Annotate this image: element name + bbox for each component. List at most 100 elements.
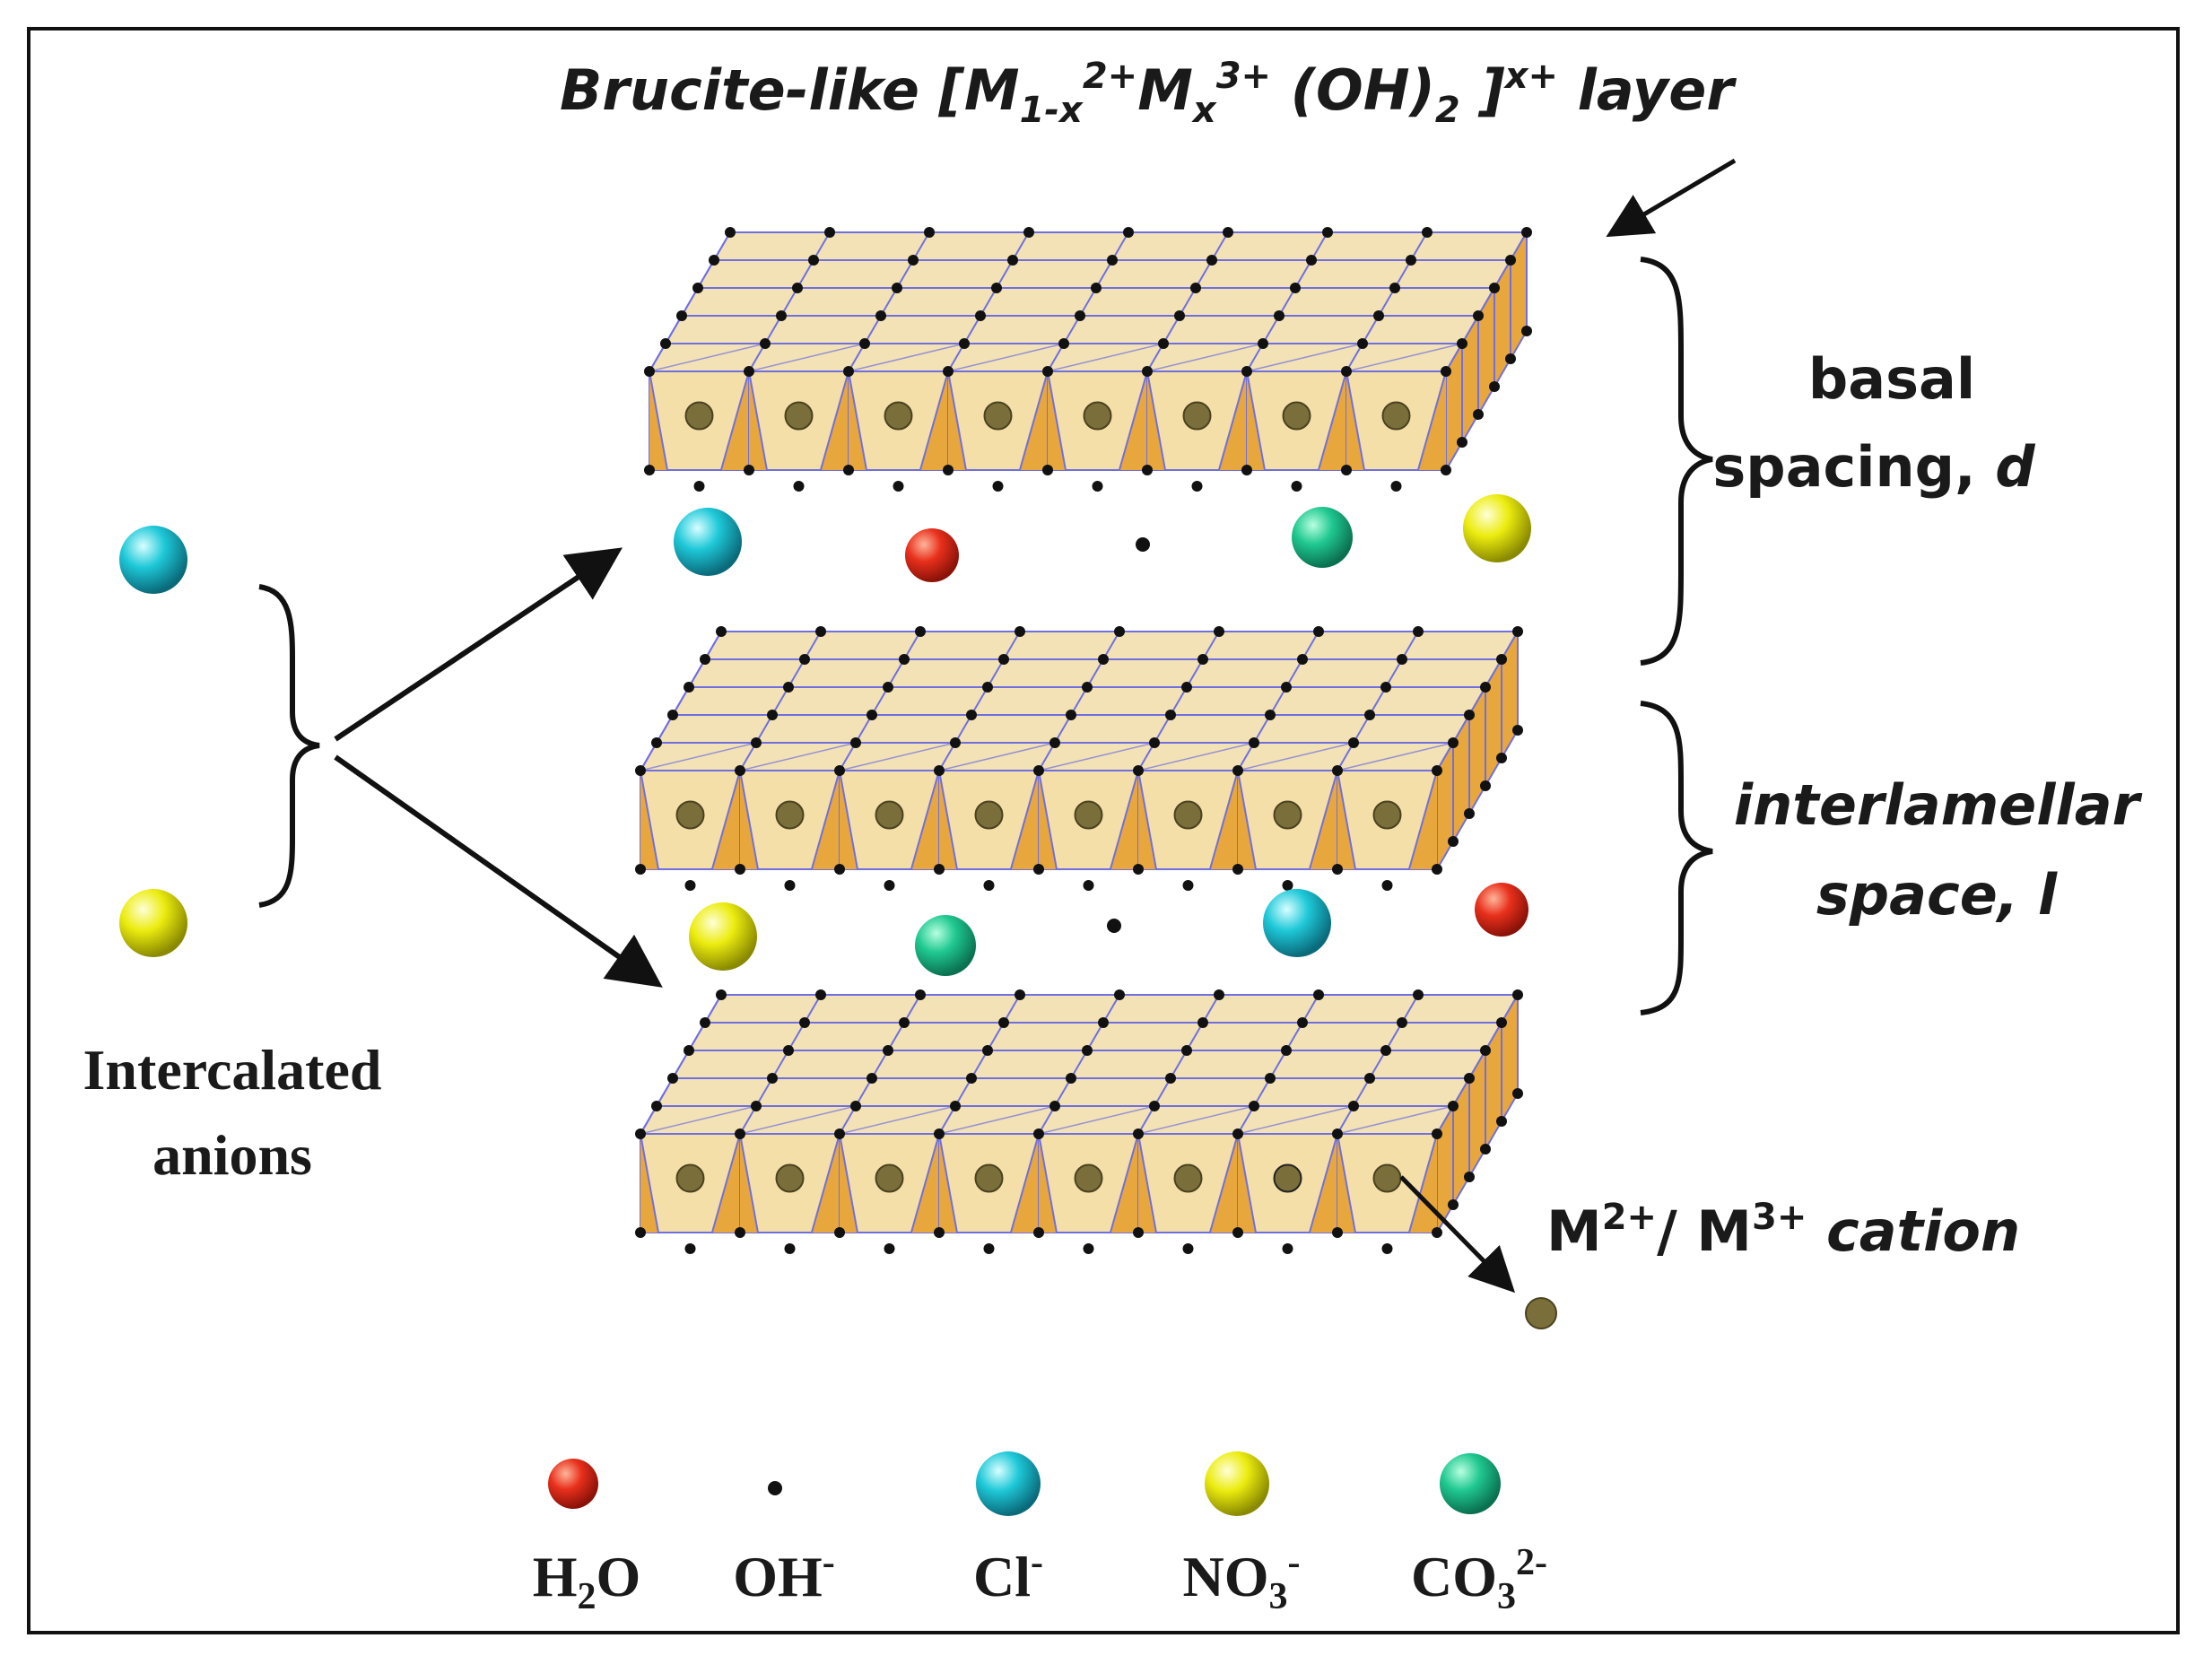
- vertex-oh: [1075, 310, 1085, 321]
- vertex-oh: [834, 765, 845, 776]
- vertex-oh: [934, 765, 945, 776]
- brucite-layers: [635, 227, 1532, 1254]
- vertex-oh: [1232, 765, 1243, 776]
- lattice-line: [1137, 1133, 1157, 1233]
- vertex-oh: [1165, 1073, 1176, 1084]
- cation-sphere: [1525, 1297, 1557, 1329]
- vertex-oh: [950, 737, 961, 748]
- lattice-line: [1246, 370, 1266, 471]
- vertex-oh: [1249, 737, 1259, 748]
- vertex-oh: [1033, 1128, 1044, 1139]
- vertex-oh: [1232, 1227, 1243, 1238]
- lattice-line: [1345, 370, 1365, 471]
- vertex-oh: [792, 283, 803, 293]
- chloride-sphere: [119, 526, 187, 594]
- vertex-oh: [1174, 310, 1185, 321]
- vertex-oh: [1390, 481, 1402, 492]
- metal-cation: [1074, 1163, 1103, 1193]
- vertex-oh: [1348, 1101, 1359, 1111]
- vertex-oh: [1297, 1017, 1308, 1028]
- vertex-oh: [850, 1101, 861, 1111]
- vertex-oh: [1098, 654, 1109, 665]
- vertex-oh: [1290, 283, 1301, 293]
- vertex-oh: [975, 310, 986, 321]
- chloride-sphere: [1263, 889, 1331, 957]
- vertex-oh: [1241, 366, 1252, 377]
- vertex-oh: [644, 366, 655, 377]
- vertex-oh: [1413, 989, 1424, 1000]
- arrow-to-upper-gallery: [334, 547, 623, 742]
- vertex-oh: [1480, 1045, 1491, 1056]
- vertex-oh: [684, 682, 694, 693]
- vertex-oh: [1091, 283, 1102, 293]
- vertex-oh: [700, 654, 710, 665]
- cation-pointer-arrow: [1399, 1175, 1516, 1294]
- vertex-oh: [1448, 836, 1459, 847]
- vertex-oh: [983, 1243, 995, 1254]
- vertex-oh: [875, 310, 886, 321]
- vertex-oh: [892, 283, 902, 293]
- vertex-oh: [1158, 338, 1169, 349]
- legend-label-oh: OH-: [733, 1542, 835, 1608]
- vertex-oh: [1332, 1227, 1343, 1238]
- vertex-oh: [716, 626, 727, 637]
- legend-nitrate-sphere: [1205, 1451, 1269, 1516]
- vertex-oh: [943, 366, 954, 377]
- vertex-oh: [924, 227, 935, 238]
- vertex-oh: [635, 1128, 646, 1139]
- vertex-oh: [824, 227, 835, 238]
- vertex-oh: [1406, 255, 1416, 266]
- metal-cation: [675, 1163, 705, 1193]
- vertex-oh: [982, 1045, 993, 1056]
- lattice-line: [1038, 742, 1155, 771]
- vertex-oh: [1448, 1199, 1459, 1210]
- basal-spacing-brace: [1640, 257, 1713, 666]
- vertex-oh: [883, 682, 893, 693]
- vertex-oh: [950, 1101, 961, 1111]
- vertex-oh: [635, 1227, 646, 1238]
- vertex-oh: [1480, 1144, 1491, 1155]
- carbonate-sphere: [1292, 507, 1353, 568]
- vertex-oh: [725, 227, 736, 238]
- vertex-oh: [1066, 1073, 1076, 1084]
- vertex-oh: [684, 1243, 696, 1254]
- metal-cation: [1273, 800, 1302, 830]
- lattice-line: [1118, 370, 1148, 471]
- metal-cation: [983, 401, 1013, 431]
- vertex-oh: [751, 737, 762, 748]
- lattice-line: [1137, 742, 1255, 771]
- legend-label-h2o: H2O: [533, 1545, 641, 1617]
- basal-label-line1: basal: [1808, 346, 1975, 412]
- vertex-oh: [767, 710, 778, 720]
- vertex-oh: [776, 310, 787, 321]
- lattice-line: [1137, 770, 1157, 870]
- legend-hydroxide-dot: [768, 1481, 782, 1495]
- brucite-layer-middle: [635, 626, 1523, 891]
- legend-label-no3: NO3-: [1183, 1542, 1301, 1617]
- vertex-oh: [784, 1243, 796, 1254]
- legend: H2O OH- Cl- NO3- CO32-: [533, 1451, 1547, 1617]
- lattice-line: [1217, 370, 1248, 471]
- vertex-oh: [815, 989, 826, 1000]
- vertex-oh: [635, 864, 646, 875]
- vertex-oh: [1413, 626, 1424, 637]
- vertex-oh: [943, 465, 954, 475]
- octahedron-shade: [919, 371, 948, 470]
- vertex-oh: [1364, 710, 1375, 720]
- vertex-oh: [716, 989, 727, 1000]
- vertex-oh: [1123, 227, 1134, 238]
- interlamellar-label-line2: space, l: [1816, 862, 2058, 928]
- vertex-oh: [1214, 989, 1224, 1000]
- metal-cation: [974, 1163, 1004, 1193]
- lattice-line: [1407, 1133, 1438, 1233]
- vertex-oh: [1181, 682, 1192, 693]
- legend-carbonate-sphere: [1440, 1453, 1501, 1514]
- vertex-oh: [1512, 626, 1523, 637]
- vertex-oh: [1297, 654, 1308, 665]
- vertex-oh: [899, 654, 910, 665]
- vertex-oh: [1432, 765, 1442, 776]
- vertex-oh: [843, 366, 854, 377]
- vertex-oh: [1142, 366, 1153, 377]
- lattice-line: [1337, 1105, 1454, 1135]
- legend-chloride-sphere: [976, 1451, 1041, 1516]
